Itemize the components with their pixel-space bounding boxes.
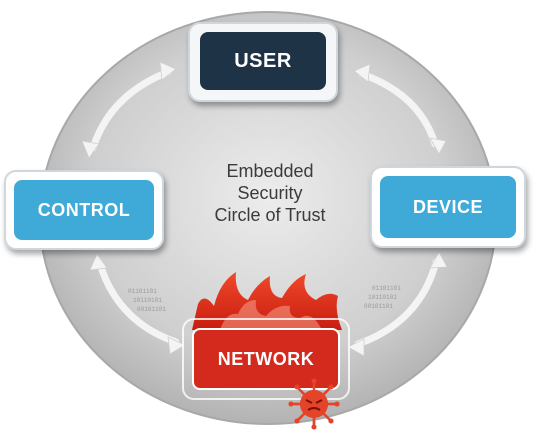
arrowheads-group — [81, 61, 448, 357]
arrowhead — [81, 140, 100, 159]
flame-icon — [192, 272, 342, 330]
virus-icon-front — [288, 378, 340, 430]
binary-right-line: 10110101 — [368, 294, 397, 301]
arrowhead — [353, 63, 371, 83]
arrow-control-network — [96, 260, 180, 346]
arrowhead — [89, 253, 108, 271]
arrowhead — [429, 137, 447, 155]
arrow-user-device — [358, 70, 439, 148]
arrow-user-control — [89, 68, 172, 152]
arrowhead — [167, 336, 186, 355]
center-label: Embedded Security Circle of Trust — [190, 160, 350, 226]
center-label-line: Security — [237, 183, 303, 203]
device-node: DEVICE — [380, 176, 516, 238]
arrowhead — [347, 338, 365, 357]
arrowhead — [159, 61, 177, 81]
binary-right-line: 00101101 — [364, 303, 393, 310]
user-node: USER — [200, 32, 326, 90]
arrow-device-network — [354, 258, 440, 348]
network-node-frame — [182, 318, 350, 400]
binary-left-line: 00101101 — [137, 306, 166, 313]
binary-right-line: 01101101 — [372, 285, 401, 292]
control-node: CONTROL — [14, 180, 154, 240]
binary-left-line: 10110101 — [133, 297, 162, 304]
center-label-line: Embedded — [226, 161, 314, 181]
arrows-group — [89, 68, 440, 348]
arrowhead — [429, 251, 448, 269]
center-label-line: Circle of Trust — [214, 205, 326, 225]
binary-left-line: 01101101 — [128, 288, 157, 295]
